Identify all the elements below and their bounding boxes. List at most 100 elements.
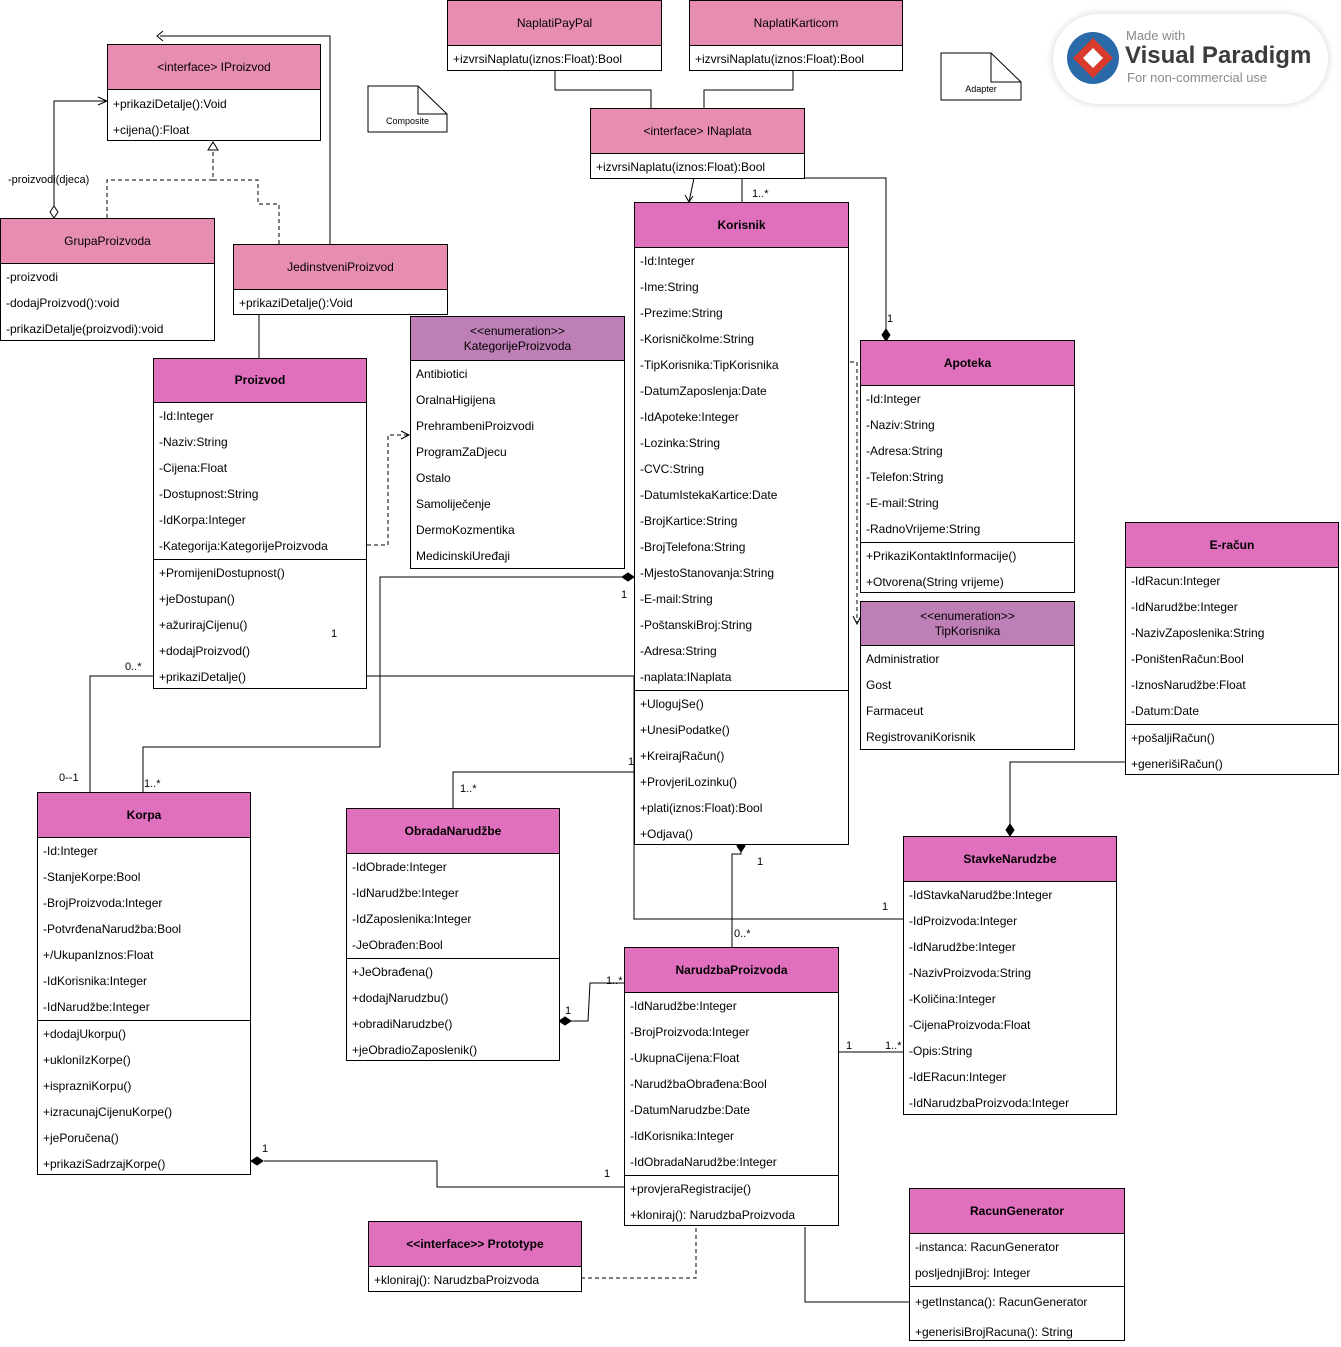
enum-tip-korisnika-title: TipKorisnika: [934, 623, 1001, 638]
multiplicity-label: 1: [262, 1143, 269, 1155]
obrada-korisnik-line: [452, 771, 634, 808]
enum-tip-korisnika-values: Administratior Gost Farmaceut Registrova…: [861, 646, 1074, 750]
operation-row: +prikaziDetalje(): [159, 670, 247, 684]
paypal-inaplata-line: [554, 71, 652, 108]
enum-stereotype: <<enumeration>>: [470, 323, 565, 338]
attribute-row: -DatumZaposlenja:Date: [640, 384, 767, 398]
attribute-row: -IdERacun:Integer: [909, 1070, 1007, 1084]
attribute-row: -IdApoteke:Integer: [640, 410, 739, 424]
class-inaplata-title: <interface> INaplata: [643, 123, 752, 138]
class-racun-generator-header: RacunGenerator: [910, 1189, 1124, 1234]
class-grupa-proizvoda-members: -proizvodi -dodajProizvod():void -prikaz…: [1, 264, 214, 342]
class-apoteka-attributes: -Id:Integer -Naziv:String -Adresa:String…: [861, 386, 1074, 543]
attribute-row: -IdNarudžbe:Integer: [43, 1000, 150, 1014]
multiplicity-label: 1: [331, 628, 338, 640]
eracun-stavke-line: [1009, 761, 1125, 828]
attribute-row: +/UkupanIznos:Float: [43, 948, 154, 962]
enum-value: MedicinskiUređaji: [416, 549, 511, 563]
multiplicity-label: 1..*: [752, 188, 769, 200]
class-korpa-title: Korpa: [126, 807, 162, 822]
operation-row: +izvrsiNaplatu(iznos:Float):Bool: [695, 52, 865, 66]
class-korisnik-header: Korisnik: [635, 203, 848, 248]
class-korpa[interactable]: Korpa -Id:Integer -StanjeKorpe:Bool -Bro…: [37, 792, 251, 1175]
attribute-row: -Adresa:String: [866, 444, 943, 458]
operation-row: +izvrsiNaplatu(iznos:Float):Bool: [596, 160, 766, 174]
enum-tip-korisnika[interactable]: <<enumeration>> TipKorisnika Administrat…: [860, 601, 1075, 750]
operation-row: +cijena():Float: [113, 123, 190, 137]
attribute-row: -instanca: RacunGenerator: [915, 1240, 1060, 1254]
korisnik-apoteka-diamond: [881, 328, 891, 342]
member-row: -prikaziDetalje(proizvodi):void: [6, 322, 164, 336]
attribute-row: -IdNarudžbe:Integer: [909, 940, 1016, 954]
attribute-row: -E-mail:String: [866, 496, 939, 510]
class-stavke-narudzbe[interactable]: StavkeNarudzbe -IdStavkaNarudžbe:Integer…: [903, 836, 1117, 1115]
enum-value: RegistrovaniKorisnik: [866, 730, 976, 744]
operation-row: +jeObradioZaposlenik(): [352, 1043, 478, 1057]
enum-kategorije-proizvoda-values: Antibiotici OralnaHigijena PrehrambeniPr…: [411, 361, 624, 569]
class-proizvod-operations: +PromijeniDostupnost() +jeDostupan() +až…: [154, 560, 366, 690]
multiplicity-label: 1..*: [606, 975, 623, 987]
class-racun-generator[interactable]: RacunGenerator -instanca: RacunGenerator…: [909, 1188, 1125, 1341]
watermark-subtitle: For non-commercial use: [1127, 70, 1268, 85]
attribute-row: -IdNarudžbe:Integer: [630, 999, 737, 1013]
operation-row: +prikaziDetalje():Void: [113, 97, 227, 111]
composite-note: Composite: [368, 86, 447, 132]
multiplicity-label: 0..*: [734, 928, 751, 940]
attribute-row: -Kategorija:KategorijeProizvoda: [159, 539, 328, 553]
attribute-row: -IdRacun:Integer: [1131, 574, 1221, 588]
class-stavke-narudzbe-header: StavkeNarudzbe: [904, 837, 1116, 882]
attribute-row: -IdNarudžbe:Integer: [352, 886, 459, 900]
class-apoteka[interactable]: Apoteka -Id:Integer -Naziv:String -Adres…: [860, 340, 1075, 593]
multiplicity-label: 1: [604, 1168, 611, 1180]
class-e-racun-title: E-račun: [1209, 537, 1255, 552]
operation-row: +PromijeniDostupnost(): [159, 566, 285, 580]
class-apoteka-title: Apoteka: [943, 355, 992, 370]
operation-row: +dodajProizvod(): [159, 644, 251, 658]
korisnik-apoteka-line: [741, 177, 887, 331]
attribute-row: -StanjeKorpe:Bool: [43, 870, 141, 884]
attribute-row: -naplata:INaplata: [640, 670, 732, 684]
class-iproizvod-title: <interface> IProizvod: [157, 59, 271, 74]
operation-row: +kloniraj(): NarudzbaProizvoda: [374, 1273, 540, 1287]
class-iproizvod[interactable]: <interface> IProizvod +prikaziDetalje():…: [107, 44, 321, 141]
class-naplati-paypal[interactable]: NaplatiPayPal +izvrsiNaplatu(iznos:Float…: [447, 0, 662, 71]
attribute-row: -Opis:String: [909, 1044, 973, 1058]
class-grupa-proizvoda[interactable]: GrupaProizvoda -proizvodi -dodajProizvod…: [0, 218, 215, 341]
class-racun-generator-attributes: -instanca: RacunGenerator posljednjiBroj…: [910, 1234, 1124, 1287]
attribute-row: -DatumIstekaKartice:Date: [640, 488, 778, 502]
attribute-row: -IdKorpa:Integer: [159, 513, 246, 527]
proizvod-kategorije-line: [367, 434, 408, 546]
class-jedinstveni-proizvod[interactable]: JedinstveniProizvod +prikaziDetalje():Vo…: [233, 244, 448, 315]
enum-value: OralnaHigijena: [416, 393, 496, 407]
class-korisnik-title: Korisnik: [717, 217, 766, 232]
multiplicity-label: 1: [621, 589, 628, 601]
watermark-brand: Visual Paradigm: [1125, 42, 1312, 69]
class-naplati-paypal-title: NaplatiPayPal: [516, 15, 593, 30]
adapter-note-fold: [990, 53, 1021, 83]
operation-row: +getInstanca(): RacunGenerator: [915, 1295, 1088, 1309]
attribute-row: -BrojKartice:String: [640, 514, 738, 528]
class-naplati-karticom[interactable]: NaplatiKarticom +izvrsiNaplatu(iznos:Flo…: [689, 0, 903, 71]
class-inaplata-operations: +izvrsiNaplatu(iznos:Float):Bool: [591, 154, 804, 180]
korpa-proizvod-line: [89, 675, 153, 792]
attribute-row: -BrojProizvoda:Integer: [630, 1025, 750, 1039]
enum-stereotype: <<enumeration>>: [920, 608, 1015, 623]
enum-kategorije-proizvoda[interactable]: <<enumeration>> KategorijeProizvoda Anti…: [410, 316, 625, 569]
class-inaplata[interactable]: <interface> INaplata +izvrsiNaplatu(izno…: [590, 108, 805, 179]
class-proizvod-attributes: -Id:Integer -Naziv:String -Cijena:Float …: [154, 403, 366, 560]
enum-tip-korisnika-header: <<enumeration>> TipKorisnika: [861, 602, 1074, 646]
class-proizvod[interactable]: Proizvod -Id:Integer -Naziv:String -Cije…: [153, 358, 367, 689]
class-prototype[interactable]: <<interface>> Prototype +kloniraj(): Nar…: [368, 1221, 582, 1292]
class-narudzba-proizvoda[interactable]: NarudzbaProizvoda -IdNarudžbe:Integer -B…: [624, 947, 839, 1226]
watermark-made-with: Made with: [1126, 28, 1186, 43]
class-jedinstveni-proizvod-header: JedinstveniProizvod: [234, 245, 447, 290]
class-inaplata-header: <interface> INaplata: [591, 109, 804, 154]
visual-paradigm-watermark: Made with Visual Paradigm For non-commer…: [1053, 14, 1328, 104]
multiplicity-label: 1: [887, 313, 894, 325]
class-korisnik[interactable]: Korisnik -Id:Integer -Ime:String -Prezim…: [634, 202, 849, 845]
class-obrada-narudzbe[interactable]: ObradaNarudžbe -IdObrade:Integer -IdNaru…: [346, 808, 560, 1061]
class-e-racun[interactable]: E-račun -IdRacun:Integer -IdNarudžbe:Int…: [1125, 522, 1339, 775]
attribute-row: -PoništenRačun:Bool: [1131, 652, 1244, 666]
class-narudzba-proizvoda-operations: +provjeraRegistracije() +kloniraj(): Nar…: [625, 1176, 838, 1228]
operation-row: +KreirajRačun(): [640, 749, 725, 763]
